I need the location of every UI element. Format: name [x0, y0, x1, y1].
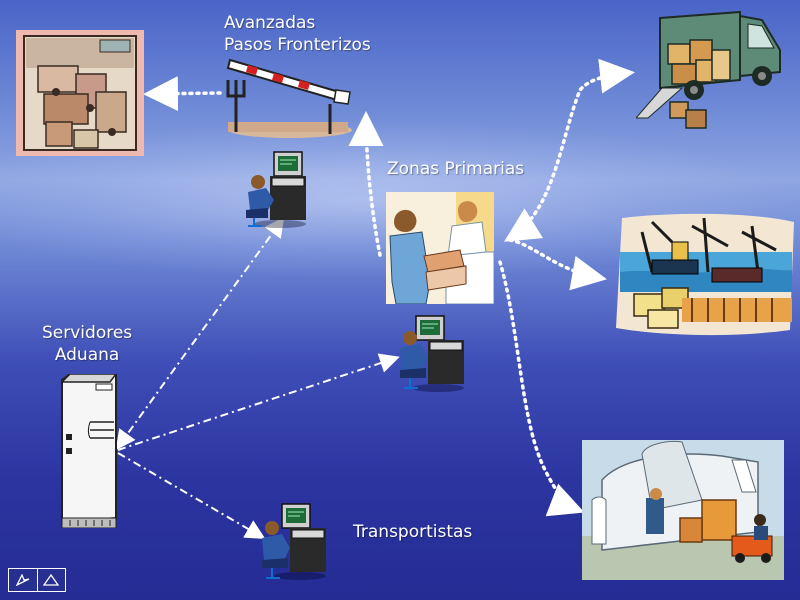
triangle-icon[interactable] [36, 569, 66, 591]
link-server-pc2 [117, 353, 400, 451]
workstation-icon [260, 500, 328, 580]
link-office-port [508, 238, 607, 291]
border-label-line1: Avanzadas [224, 13, 316, 33]
airport-cargo-image [582, 440, 784, 580]
link-office-airport [498, 260, 585, 517]
workstation-icon [398, 312, 466, 392]
link-office-truck [504, 58, 635, 242]
workstation-icon [240, 148, 308, 228]
servers-label-line2: Aduana [54, 345, 120, 365]
link-border-truckyard [143, 76, 222, 112]
border-label-line2: Pasos Fronterizos [224, 35, 371, 55]
link-server-pc3 [117, 452, 266, 540]
link-border-office [348, 111, 384, 257]
pointer-icon[interactable] [9, 569, 37, 591]
border-barrier-image [218, 50, 358, 140]
slide-nav-control[interactable] [8, 568, 66, 592]
truck-yard-image [16, 30, 144, 156]
link-server-pc1 [115, 216, 285, 451]
customs-servers-label: Servidores Aduana [42, 322, 132, 366]
servers-label-line1: Servidores [42, 323, 133, 343]
transporters-label: Transportistas [353, 522, 473, 542]
customs-office-image [386, 192, 494, 304]
border-crossings-label: Avanzadas Pasos Fronterizos [224, 12, 371, 56]
primary-zones-label: Zonas Primarias [387, 159, 525, 179]
delivery-truck-image [636, 10, 782, 134]
server-tower-icon [60, 374, 118, 528]
port-harbour-image [612, 212, 796, 336]
